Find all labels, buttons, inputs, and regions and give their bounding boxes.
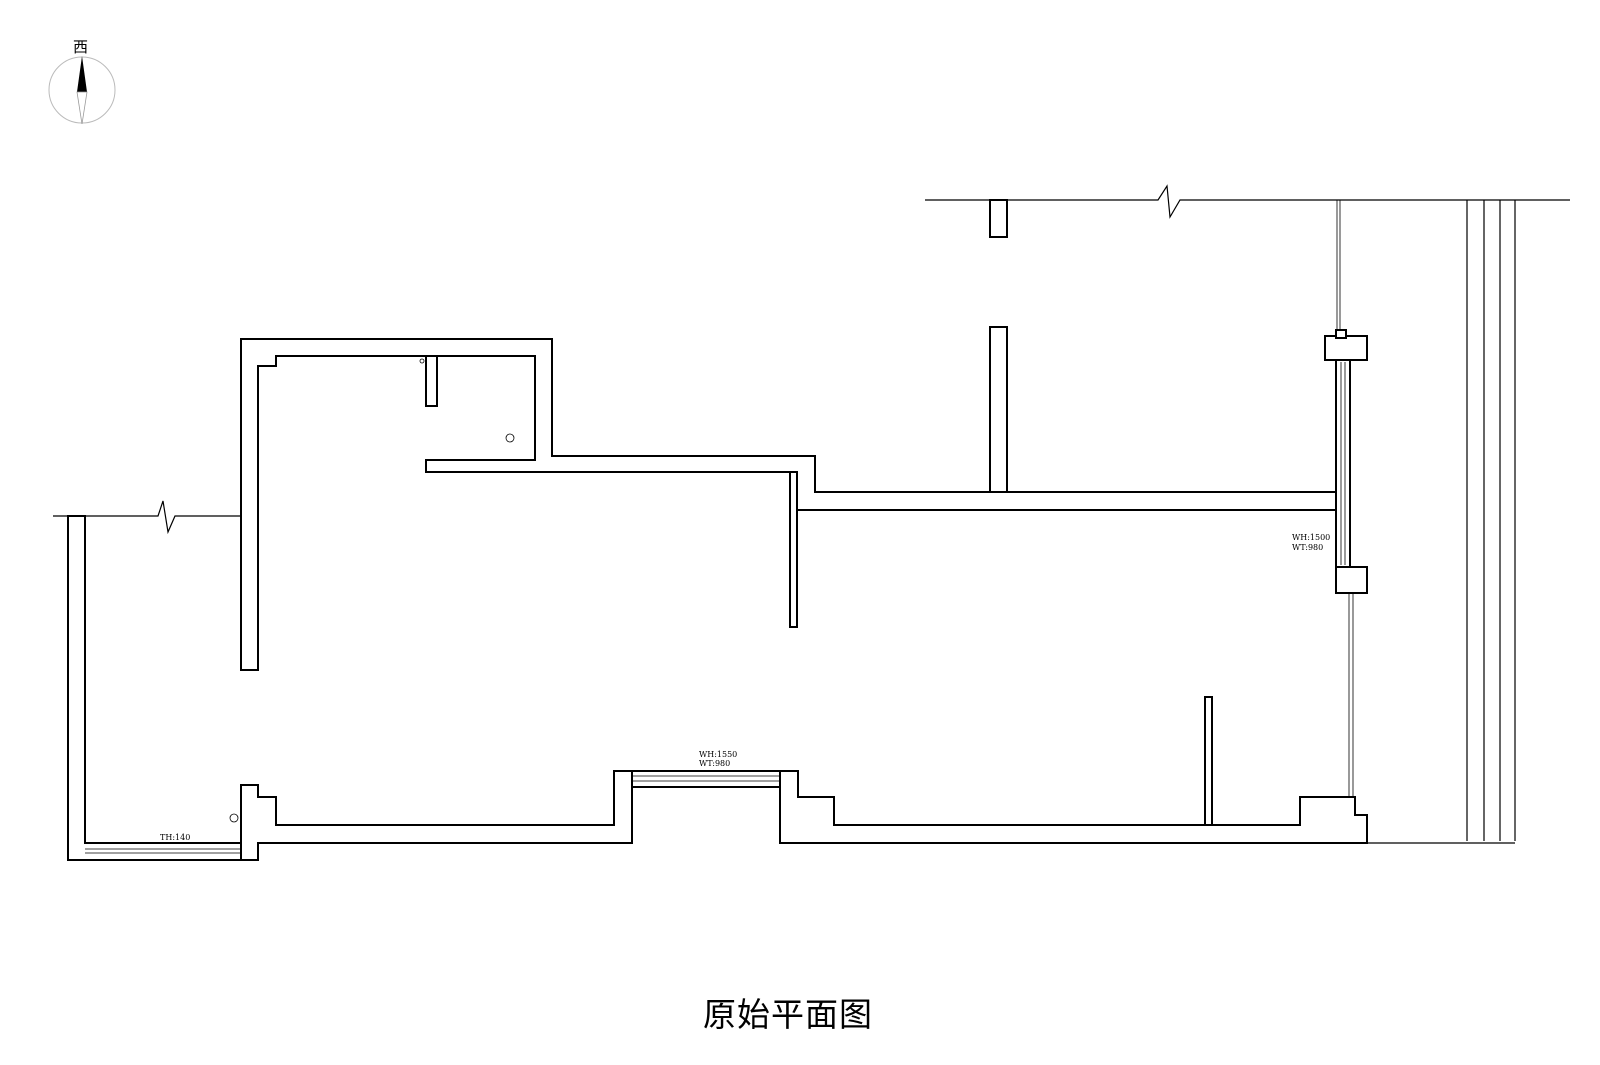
window-right-height-label: WH:1500 [1292, 533, 1330, 542]
partition-wall-lower [1204, 696, 1213, 826]
left-boundary-line [53, 500, 241, 535]
window-bottom-sill-label: WT:980 [699, 759, 730, 768]
wall-stub-top [989, 199, 1008, 238]
partition-wall-center [789, 471, 798, 628]
fixture-markers [229, 358, 515, 823]
upper-room-walls [240, 338, 1337, 671]
outer-wall-left [67, 515, 246, 861]
outer-wall-bottom-right [779, 770, 1515, 844]
outer-wall-bottom-left [240, 770, 633, 861]
page-title: 原始平面图 [703, 995, 873, 1034]
right-edge-walls [1466, 200, 1516, 841]
window-bottom-height-label: WH:1550 [699, 750, 737, 759]
window-bottom [631, 770, 781, 788]
compass-icon: 西 [48, 38, 116, 125]
window-right [1324, 200, 1368, 797]
partition-wall-upper [989, 326, 1008, 493]
compass-direction-label: 西 [73, 38, 88, 56]
top-boundary-line [925, 184, 1570, 219]
threshold-left-label: TH:140 [160, 833, 190, 842]
window-right-sill-label: WT:980 [1292, 543, 1323, 552]
threshold-left [85, 848, 245, 854]
